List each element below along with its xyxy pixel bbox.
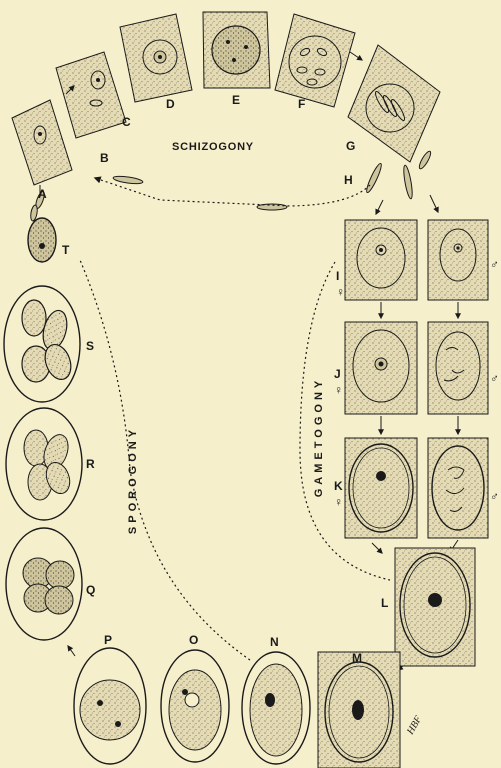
stage-j-male-cell xyxy=(428,322,488,414)
label-k: K xyxy=(334,479,343,493)
stage-p-oocyst xyxy=(74,648,146,764)
sporogony-path-dotted xyxy=(80,260,250,660)
male-symbol-k: ♂ xyxy=(490,489,499,503)
stage-g-cell xyxy=(348,45,440,162)
female-symbol-j: ♀ xyxy=(334,383,343,397)
stage-e-cell xyxy=(203,12,270,88)
stage-j-female-cell xyxy=(345,322,417,414)
label-m: M xyxy=(352,651,362,665)
sporogony-title: SPOROGONY xyxy=(127,426,139,534)
label-n: N xyxy=(270,635,279,649)
label-p: P xyxy=(104,633,112,647)
male-symbol-j: ♂ xyxy=(490,371,499,385)
schizogony-title: SCHIZOGONY xyxy=(172,141,254,153)
stage-i-female-cell xyxy=(345,220,417,300)
stage-c-cell xyxy=(56,52,126,138)
label-e: E xyxy=(232,93,240,107)
stage-q-oocyst xyxy=(6,528,82,640)
stage-m-cell xyxy=(318,652,400,768)
sporogony-arrows xyxy=(68,646,75,656)
artist-signature: HBF xyxy=(405,713,425,737)
female-symbol-i: ♀ xyxy=(336,285,345,299)
stage-l-cell xyxy=(395,548,475,666)
label-d: D xyxy=(166,97,175,111)
stage-n-oocyst xyxy=(242,652,310,764)
stage-h-merozoites xyxy=(113,150,433,210)
stage-k-female-cell xyxy=(345,438,417,538)
label-h: H xyxy=(344,173,353,187)
label-q: Q xyxy=(86,583,95,597)
label-i: I xyxy=(336,269,339,283)
stage-r-oocyst xyxy=(6,408,82,520)
stage-f-cell xyxy=(275,14,355,107)
label-b: B xyxy=(100,151,109,165)
male-symbol-i: ♂ xyxy=(490,257,499,271)
stage-d-cell xyxy=(120,14,192,102)
label-t: T xyxy=(62,243,70,257)
label-c: C xyxy=(122,115,131,129)
female-symbol-k: ♀ xyxy=(334,495,343,509)
stage-t-sporozoite xyxy=(28,218,56,262)
label-l: L xyxy=(381,596,388,610)
stage-s-oocyst xyxy=(4,286,80,402)
stage-k-male-cell xyxy=(428,438,488,538)
stage-b-cell xyxy=(12,100,72,185)
label-j: J xyxy=(334,367,341,381)
label-o: O xyxy=(189,633,198,647)
label-g: G xyxy=(346,139,355,153)
gametogony-title: GAMETOGONY xyxy=(313,377,325,497)
stage-i-male-cell xyxy=(428,220,488,300)
stage-o-oocyst xyxy=(161,650,229,762)
label-r: R xyxy=(86,457,95,471)
label-f: F xyxy=(298,97,305,111)
label-s: S xyxy=(86,339,94,353)
label-a: A xyxy=(38,187,47,201)
